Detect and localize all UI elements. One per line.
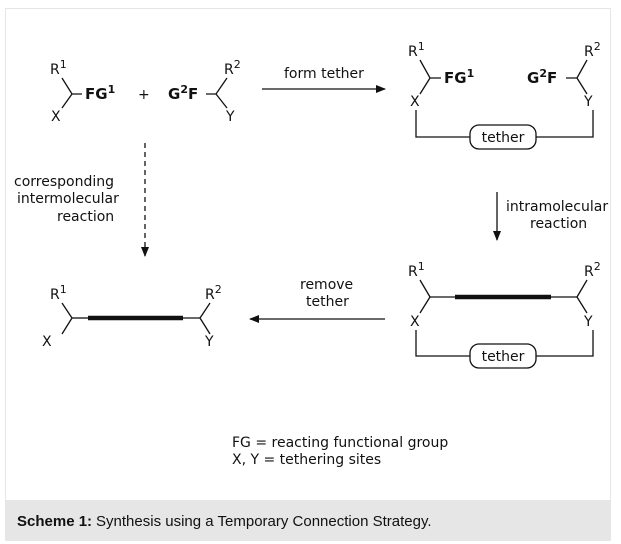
tether-lines-top — [415, 110, 594, 138]
cyclized-r1-label: R1 — [408, 260, 425, 280]
caption-text: Synthesis using a Temporary Connection S… — [96, 512, 432, 530]
caption-label: Scheme 1: — [17, 512, 93, 530]
reactant-2: G2F R2 Y — [168, 58, 241, 125]
cyclized-x-label: X — [410, 314, 420, 330]
intramolecular-label-line2: reaction — [530, 216, 587, 232]
product-x-label: X — [42, 334, 52, 350]
scheme-diagram: R1 FG1 X + G2F R2 Y form tether R1 FG1 X… — [14, 40, 608, 468]
y-label: Y — [225, 109, 235, 125]
remove-tether-label-line2: tether — [306, 294, 349, 310]
reactant-1: R1 FG1 X — [50, 58, 115, 125]
intermolecular-label-line3: reaction — [57, 209, 114, 225]
g2f-label: G2F — [168, 83, 198, 103]
tethered-intermediate: R1 FG1 X G2F R2 Y tether — [408, 40, 601, 150]
tethered-r1-label: R1 — [408, 40, 425, 60]
tether-box-top-label: tether — [482, 130, 525, 146]
tether-box-bottom — [469, 343, 537, 369]
product-right-bonds — [199, 302, 211, 335]
intermolecular-label-line1: corresponding — [14, 174, 114, 190]
tether-lines-bottom — [415, 330, 594, 357]
cyclized-left-bonds — [419, 279, 431, 314]
tether-box-top — [469, 124, 537, 150]
tethered-right-bonds — [566, 59, 588, 95]
tethered-x-label: X — [410, 94, 420, 110]
product-left-bonds — [61, 302, 73, 335]
reactant-2-bonds — [206, 77, 228, 109]
tethered-r2-label: R2 — [584, 40, 601, 60]
tether-box-bottom-label: tether — [482, 349, 525, 365]
r1-label: R1 — [50, 58, 67, 78]
intermolecular-label-line2: intermolecular — [17, 191, 119, 207]
product: R1 R2 X Y — [42, 283, 222, 350]
product-r2-label: R2 — [205, 283, 222, 303]
fg1-label: FG1 — [85, 83, 115, 103]
form-tether-label: form tether — [284, 66, 364, 82]
intramolecular-label-line1: intramolecular — [506, 199, 608, 215]
scheme-frame — [5, 8, 611, 501]
remove-tether-label-line1: remove — [300, 277, 353, 293]
cyclized-right-bonds — [576, 279, 588, 314]
legend-line-xy: X, Y = tethering sites — [232, 452, 381, 468]
tethered-y-label: Y — [583, 94, 593, 110]
plus-sign: + — [138, 87, 150, 103]
product-y-label: Y — [204, 334, 214, 350]
r2-label: R2 — [224, 58, 241, 78]
caption-bar: Scheme 1: Synthesis using a Temporary Co… — [5, 501, 611, 541]
tethered-fg1-label: FG1 — [444, 67, 474, 87]
tethered-g2f-label: G2F — [527, 67, 557, 87]
tethered-left-bonds — [419, 59, 441, 95]
reactant-1-bonds — [61, 77, 82, 109]
cyclized-intermediate: R1 R2 X Y tether — [408, 260, 601, 369]
legend-line-fg: FG = reacting functional group — [232, 435, 448, 451]
product-r1-label: R1 — [50, 283, 67, 303]
cyclized-y-label: Y — [583, 314, 593, 330]
x-label: X — [51, 109, 61, 125]
cyclized-r2-label: R2 — [584, 260, 601, 280]
